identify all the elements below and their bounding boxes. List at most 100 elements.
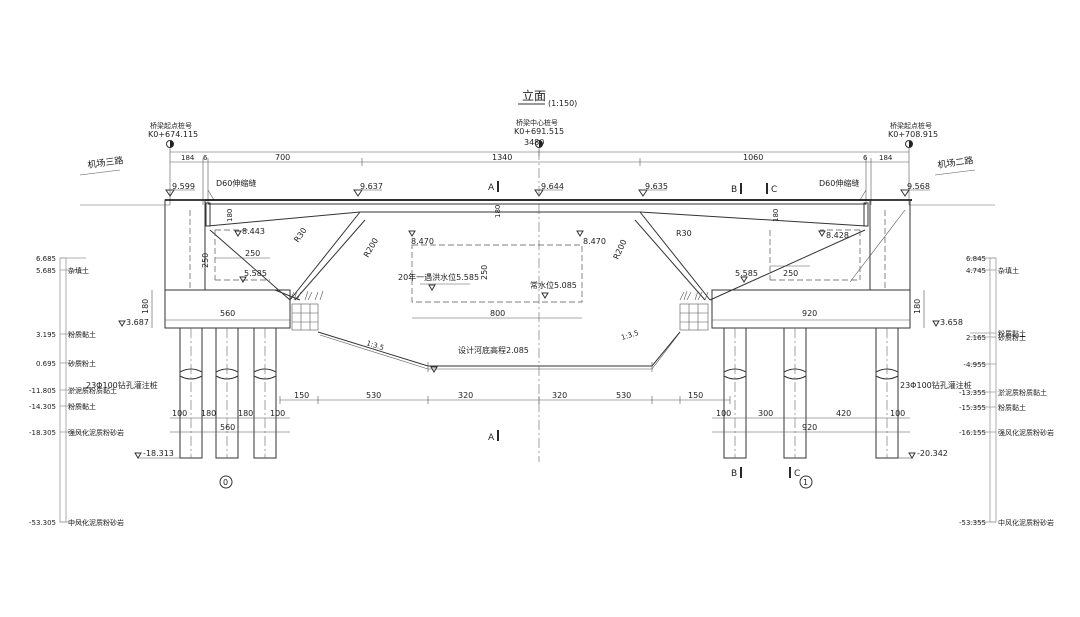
elev-5585-left: 5.585 — [244, 269, 267, 278]
road-left: 机场三路 — [87, 154, 124, 171]
soil-name: 砂质粉土 — [68, 359, 96, 368]
left-abutment — [164, 199, 366, 329]
abutment-1-number: 1 — [803, 478, 808, 487]
soil-elevation: -15.355 — [959, 404, 986, 412]
dim-r920: 920 — [802, 423, 817, 432]
piles-left — [179, 327, 277, 459]
dim-w560-top: 560 — [220, 309, 235, 318]
station-center-value: K0+691.515 — [514, 127, 564, 136]
dim-total: 3480 — [524, 138, 544, 147]
soil-name: 粉质黏土 — [68, 330, 96, 339]
elev-8470-left: 8.470 — [411, 237, 434, 246]
elev-3658-marker — [932, 320, 940, 327]
dim-right-6: 6 — [863, 154, 868, 162]
station-left-marker-fill — [170, 140, 174, 148]
dim-l560: 560 — [220, 423, 235, 432]
dim-v180-left: 180 — [226, 209, 234, 222]
soil-elevation: -13.355 — [959, 389, 986, 397]
bridge-deck — [165, 199, 912, 227]
soil-elevation: 3.195 — [36, 331, 56, 339]
radius-r30-left: R30 — [292, 226, 308, 244]
dim-left-184: 184 — [181, 154, 195, 162]
station-center-marker-fill — [539, 140, 543, 148]
dim-w920-top: 920 — [802, 309, 817, 318]
road-left-leader — [79, 169, 121, 176]
abutment-0-circle — [219, 475, 233, 489]
soil-elevation: -53.355 — [959, 519, 986, 527]
flood-level: 20年一遇洪水位5.585 — [398, 272, 479, 282]
elev-3687-marker — [118, 320, 126, 327]
road-right: 机场二路 — [937, 154, 974, 171]
dim-r300: 300 — [758, 409, 773, 418]
dim-b320-right: 320 — [552, 391, 567, 400]
dim-v180-center: 180 — [494, 205, 502, 218]
dim-l100b: 100 — [270, 409, 285, 418]
right-abutment — [634, 199, 911, 329]
soil-name: 中风化泥质粉砂岩 — [998, 518, 1054, 527]
abutment-0-number: 0 — [223, 478, 228, 487]
soil-elevation: 0.695 — [36, 360, 56, 368]
radius-r200-left: R200 — [362, 236, 380, 259]
dim-r420: 420 — [836, 409, 851, 418]
elev-20342: -20.342 — [917, 449, 948, 458]
soil-elevation: 2.165 — [966, 334, 986, 342]
soil-elevation: -16.155 — [959, 429, 986, 437]
dim-1060: 1060 — [743, 153, 763, 162]
axis-c-top: C — [771, 185, 777, 195]
road-right-leader — [934, 169, 976, 176]
elev-9644: 9.644 — [541, 182, 564, 191]
soil-name: 淤泥质粉质黏土 — [68, 386, 117, 395]
soil-elevation: 4.745 — [966, 267, 986, 275]
piles-right-label: 23Φ100钻孔灌注桩 — [900, 380, 972, 390]
soil-name: 粉质黏土 — [68, 402, 96, 411]
dim-r100b: 100 — [890, 409, 905, 418]
elev-3658: 3.658 — [940, 318, 963, 327]
elev-20342-marker — [908, 452, 916, 459]
riverbed-elevation: 设计河底高程2.085 — [458, 345, 529, 355]
axis-a-bottom: A — [488, 433, 495, 443]
soil-name: 中风化泥质粉砂岩 — [68, 518, 124, 527]
axis-b-top: B — [731, 185, 737, 195]
riprap-right — [679, 303, 709, 331]
elev-9635: 9.635 — [645, 182, 668, 191]
station-right-marker-fill — [909, 140, 913, 148]
dim-l180b: 180 — [238, 409, 253, 418]
elev-8428: 8.428 — [826, 231, 849, 240]
axis-a-top: A — [488, 183, 495, 193]
dim-b150-right: 150 — [688, 391, 703, 400]
soil-name: 杂填土 — [68, 266, 89, 275]
axis-b-bottom: B — [731, 469, 737, 479]
drawing-title: 立面 — [522, 88, 546, 103]
drawing-scale: (1:150) — [548, 99, 577, 108]
normal-water-marker — [541, 292, 549, 299]
inner-elevation-marks — [234, 230, 826, 283]
soil-name: 砂质粉土 — [998, 333, 1026, 342]
soil-elevation: -4.955 — [963, 361, 986, 369]
elev-9599: 9.599 — [172, 182, 195, 191]
soil-column-right — [989, 257, 997, 523]
station-left-value: K0+674.115 — [148, 130, 198, 139]
dim-700: 700 — [275, 153, 290, 162]
dim-b530-left: 530 — [366, 391, 381, 400]
soil-elevation: -53.305 — [29, 519, 56, 527]
station-center-label: 桥梁中心桩号 — [516, 118, 558, 127]
dim-right-184: 184 — [879, 154, 893, 162]
grass-tufts — [289, 290, 709, 301]
elev-18313-marker — [134, 452, 142, 459]
soil-elevation: -14.305 — [29, 403, 56, 411]
abutment-1-circle — [799, 475, 813, 489]
station-right-label: 桥梁起点桩号 — [890, 121, 932, 130]
soil-elevation: 6.845 — [966, 255, 986, 263]
riprap-left — [291, 303, 319, 331]
soil-name: 强风化泥质粉砂岩 — [998, 428, 1054, 437]
joint-right-label: D60伸缩缝 — [819, 178, 859, 188]
radius-r30-right: R30 — [676, 229, 692, 238]
dim-h180-left: 180 — [141, 299, 150, 314]
soil-elevation: 6.685 — [36, 255, 56, 263]
elev-8470-right: 8.470 — [583, 237, 606, 246]
soil-name: 粉质黏土 — [998, 403, 1026, 412]
axis-c-bottom: C — [794, 469, 800, 479]
